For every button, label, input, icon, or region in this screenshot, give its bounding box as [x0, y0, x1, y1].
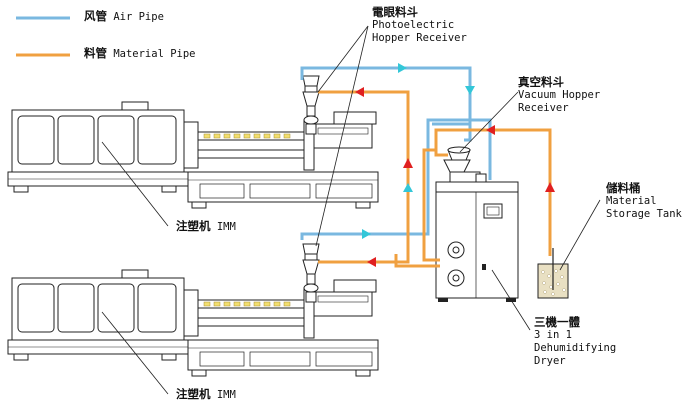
- legend-air-label: 风管 Air Pipe: [84, 9, 164, 24]
- material-storage-tank: [537, 248, 569, 299]
- legend-material-label: 料管 Material Pipe: [84, 46, 196, 61]
- storage-label: 儲料桶 Material Storage Tank: [606, 181, 682, 221]
- dehumidifying-dryer: [435, 159, 519, 302]
- dryer-label: 三機一體 3 in 1 Dehumidifying Dryer: [534, 315, 617, 368]
- vacuum-hopper-receiver: [447, 146, 471, 161]
- imm-top: [7, 101, 379, 209]
- imm-bottom-label: 注塑机 IMM: [176, 387, 236, 402]
- leader-lines: [101, 25, 601, 395]
- imm-bottom: [7, 269, 379, 377]
- imm-top-label: 注塑机 IMM: [176, 219, 236, 234]
- vacuum-label: 真空料斗 Vacuum Hopper Receiver: [518, 75, 601, 115]
- photoelectric-label: 電眼料斗 Photoelectric Hopper Receiver: [372, 5, 467, 45]
- flow-arrows: [355, 63, 555, 267]
